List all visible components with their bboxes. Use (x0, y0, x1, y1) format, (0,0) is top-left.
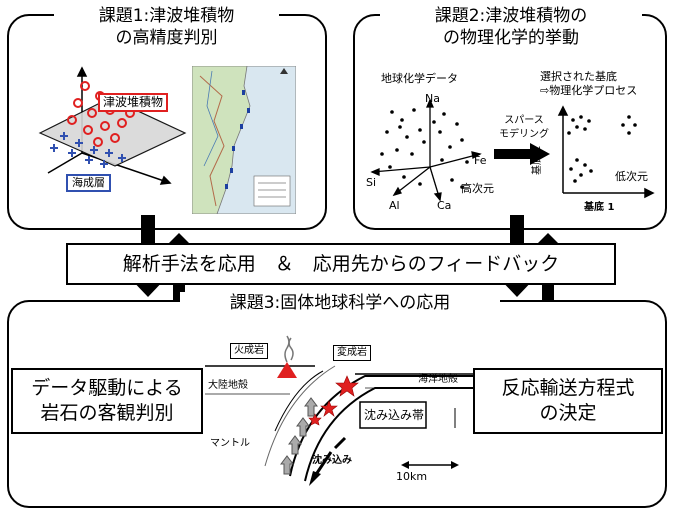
sparse-line2: モデリング (499, 129, 549, 140)
metamorphic-label: 変成岩 (333, 345, 371, 361)
rock-classification-line1: データ駆動による (31, 377, 183, 399)
subduction-zone-label: 沈み込み帯 (364, 408, 425, 422)
task1-map (192, 66, 296, 214)
axis-na-label: Na (425, 92, 440, 105)
task1-title: 課題1:津波堆積物 の高精度判別 (54, 5, 279, 49)
reaction-transport-box: 反応輸送方程式 の決定 (473, 368, 663, 434)
igneous-label: 火成岩 (230, 343, 268, 359)
task1-title-line1: 課題1:津波堆積物 (98, 6, 235, 26)
scale-label: 10km (396, 470, 428, 483)
selected-base-line1: 選択された基底 (540, 70, 617, 83)
tsunami-points (67, 81, 135, 147)
task2-title: 課題2:津波堆積物の の物理化学的挙動 (380, 5, 642, 49)
lowdim-scatter (557, 105, 655, 199)
oceanic-crust-label: 海洋地殻 (418, 374, 458, 385)
axis-si-label: Si (366, 176, 377, 189)
rock-classification-line2: 岩石の客観判別 (40, 402, 174, 424)
base2-label: 基底 2 (532, 145, 543, 175)
high-dim-label: 高次元 (461, 182, 494, 195)
continental-crust-label: 大陸地殻 (208, 380, 248, 391)
task2-title-line1: 課題2:津波堆積物の (434, 6, 588, 26)
low-dim-label: 低次元 (615, 170, 648, 183)
selected-base-line2: ⇨物理化学プロセス (540, 84, 638, 97)
axis-ca-label: Ca (437, 199, 452, 212)
marine-points (50, 132, 126, 168)
task2-title-line2: の物理化学的挙動 (443, 28, 579, 48)
sparse-label: スパース モデリング (493, 114, 555, 142)
task3-title: 課題3:固体地球科学への応用 (180, 292, 500, 314)
geochem-scatter (370, 98, 482, 202)
sparse-line1: スパース (504, 115, 544, 126)
subduction-label: 沈み込み (312, 455, 352, 466)
axis-al-label: Al (389, 199, 400, 212)
task1-3d-plot (38, 66, 187, 185)
task1-title-line2: の高精度判別 (115, 28, 218, 48)
rock-classification-box: データ駆動による 岩石の客観判別 (11, 368, 203, 434)
feedback-banner: 解析手法を応用 ＆ 応用先からのフィードバック (66, 243, 616, 285)
igneous-volcano (277, 362, 297, 378)
selected-base-label: 選択された基底 ⇨物理化学プロセス (540, 70, 637, 98)
tsunami-deposit-label: 津波堆積物 (98, 93, 169, 112)
reaction-transport-line2: の決定 (539, 402, 597, 424)
sparse-arrow-icon (494, 143, 550, 165)
marine-layer-label: 海成層 (66, 174, 111, 192)
reaction-transport-line1: 反応輸送方程式 (501, 377, 635, 399)
geochem-data-label: 地球化学データ (381, 72, 458, 85)
base1-label: 基底 1 (584, 202, 615, 213)
axis-fe-label: Fe (474, 154, 487, 167)
mantle-label: マントル (210, 438, 250, 449)
